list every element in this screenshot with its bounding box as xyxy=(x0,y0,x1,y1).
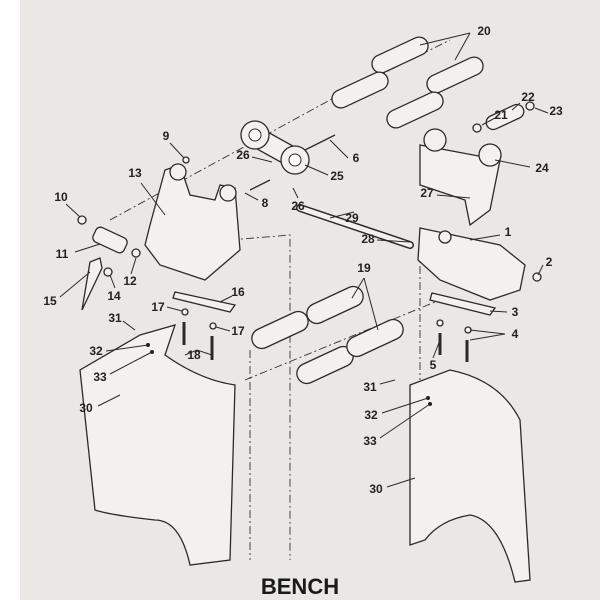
callout: 8 xyxy=(262,196,269,210)
callout: 28 xyxy=(361,232,375,246)
washer-17 xyxy=(181,308,189,316)
link-arm-25 xyxy=(240,120,310,175)
callout: 26 xyxy=(291,199,305,213)
callout: 30 xyxy=(369,482,383,496)
callout: 13 xyxy=(128,166,142,180)
bracket-24 xyxy=(419,128,502,227)
nut-2 xyxy=(532,272,542,282)
knob-11 xyxy=(92,226,128,254)
diagram-title: BENCH xyxy=(261,574,339,599)
callout: 4 xyxy=(512,327,519,341)
callout: 32 xyxy=(364,408,378,422)
callout: 24 xyxy=(535,161,549,175)
callout: 25 xyxy=(330,169,344,183)
callout: 17 xyxy=(151,300,165,314)
callout: 2 xyxy=(546,255,553,269)
callout: 32 xyxy=(89,344,103,358)
callout: 18 xyxy=(187,348,201,362)
roller-22 xyxy=(485,103,525,131)
callout: 16 xyxy=(231,285,245,299)
callout-numbers: 20 21 22 23 9 26 6 13 25 24 8 26 27 10 2… xyxy=(43,24,563,496)
callout: 1 xyxy=(505,225,512,239)
callout: 21 xyxy=(494,108,508,122)
callout: 33 xyxy=(363,434,377,448)
block-1 xyxy=(417,227,526,301)
leg-30-left xyxy=(79,324,236,566)
callout: 19 xyxy=(357,261,371,275)
callout: 31 xyxy=(108,311,122,325)
lever-15 xyxy=(81,257,103,311)
leg-30-right xyxy=(409,369,531,583)
callout: 5 xyxy=(430,358,437,372)
callout: 31 xyxy=(363,380,377,394)
callout: 22 xyxy=(521,90,535,104)
callout: 9 xyxy=(163,129,170,143)
callout: 20 xyxy=(477,24,491,38)
callout: 10 xyxy=(54,190,68,204)
wear-strip-3 xyxy=(429,292,497,316)
callout: 29 xyxy=(345,211,359,225)
bolt-21 xyxy=(472,123,482,133)
callout: 3 xyxy=(512,305,519,319)
callout: 26 xyxy=(236,148,250,162)
callout: 15 xyxy=(43,294,57,308)
callout: 30 xyxy=(79,401,93,415)
callout: 33 xyxy=(93,370,107,384)
callout: 11 xyxy=(56,247,69,261)
callout: 27 xyxy=(420,186,434,200)
housing-13 xyxy=(144,163,241,281)
callout: 6 xyxy=(353,151,360,165)
set-screw-9 xyxy=(182,156,190,164)
nut-23 xyxy=(525,101,535,111)
spacer-14 xyxy=(103,267,113,277)
callout: 23 xyxy=(549,104,563,118)
screw-10 xyxy=(77,215,87,225)
washer-17b xyxy=(209,322,217,330)
wear-strip-16 xyxy=(172,291,237,313)
callout: 17 xyxy=(231,324,245,338)
leader-lines xyxy=(59,32,549,488)
spring-8 xyxy=(249,179,271,191)
callout: 12 xyxy=(123,274,137,288)
nut-12 xyxy=(131,248,141,258)
callout: 14 xyxy=(107,289,121,303)
roller-tubes-lower xyxy=(251,285,404,385)
pin-6 xyxy=(304,134,336,151)
